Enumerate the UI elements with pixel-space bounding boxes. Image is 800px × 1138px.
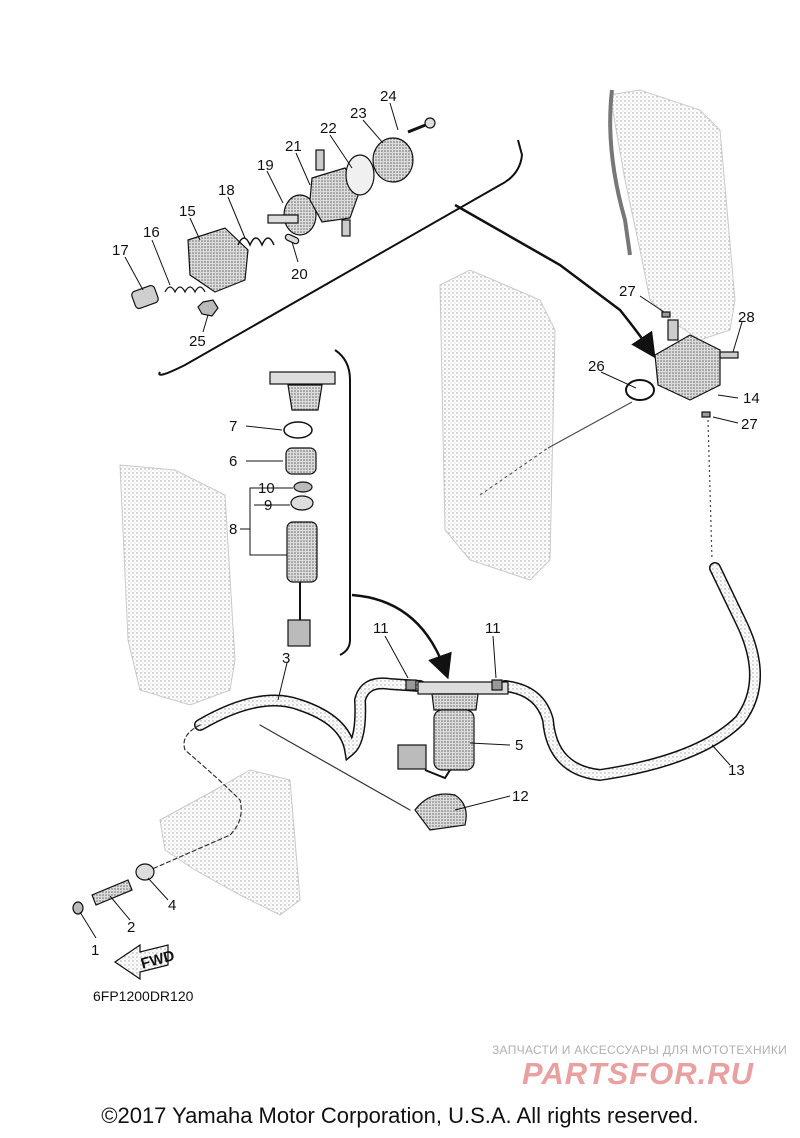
- filter-head-pipe: [269, 371, 336, 385]
- callout-22: 22: [320, 120, 337, 137]
- pump-exploded-parts: [131, 117, 436, 317]
- part-6-element: [285, 447, 317, 475]
- part-5-connector: [397, 744, 427, 770]
- part-14-fuel-pump: [654, 334, 721, 401]
- part-18-spring: [237, 237, 275, 247]
- callout-17: 17: [112, 242, 129, 259]
- pointer-arrows: [351, 203, 656, 680]
- copyright-footer: ©2017 Yamaha Motor Corporation, U.S.A. A…: [101, 1103, 699, 1128]
- callout-4: 4: [168, 897, 176, 914]
- installed-fuel-pump: [479, 311, 739, 561]
- engine-background: [119, 89, 736, 916]
- part-25-nut: [197, 299, 219, 317]
- filter-exploded-parts: [269, 371, 336, 647]
- fuel-hoses: [149, 562, 761, 871]
- part-2-fitting: [91, 879, 133, 906]
- callout-27-bottom: 27: [741, 416, 758, 433]
- part-21-nipple: [315, 149, 325, 171]
- filter-head: [287, 384, 323, 411]
- callout-15: 15: [179, 203, 196, 220]
- watermark-logo: PARTSFOR.RU: [522, 1056, 755, 1090]
- part-8-connector: [287, 619, 311, 647]
- part-26-o-ring: [625, 379, 655, 401]
- callout-16: 16: [143, 224, 160, 241]
- part-20-pin: [284, 233, 300, 245]
- watermark-logo-text: PARTSFOR.RU: [522, 1056, 755, 1090]
- part-23-cap: [372, 137, 414, 183]
- part-1-plug: [72, 901, 84, 915]
- callout-23: 23: [350, 105, 367, 122]
- callout-21: 21: [285, 138, 302, 155]
- bracket-outline: [158, 139, 524, 656]
- watermark-subtitle: ЗАПЧАСТИ И АКСЕССУАРЫ ДЛЯ МОТОТЕХНИКИ: [492, 1043, 788, 1057]
- callout-9: 9: [264, 497, 272, 514]
- pump-shaft-line: [547, 401, 633, 449]
- callout-18: 18: [218, 182, 235, 199]
- part-12-holder: [414, 793, 467, 831]
- callout-25: 25: [189, 333, 206, 350]
- part-22-valve: [345, 154, 375, 196]
- callout-2: 2: [127, 919, 135, 936]
- fwd-arrow: FWD: [113, 943, 177, 981]
- callout-20: 20: [291, 266, 308, 283]
- part-15-housing: [187, 227, 249, 293]
- part-16-spring: [164, 286, 206, 294]
- part-7-o-ring: [283, 421, 313, 439]
- part-24-screw: [407, 122, 429, 134]
- callout-10: 10: [258, 480, 275, 497]
- callout-27-top: 27: [619, 283, 636, 300]
- callout-24: 24: [380, 88, 397, 105]
- drawing-code: 6FP1200DR120: [93, 988, 194, 1004]
- callout-12: 12: [512, 788, 529, 805]
- part-8-cup: [286, 521, 318, 583]
- part-19-shaft: [267, 214, 299, 224]
- callout-28: 28: [738, 309, 755, 326]
- callout-11-right: 11: [485, 620, 501, 637]
- callout-13: 13: [728, 762, 745, 779]
- part-10-washer: [293, 481, 313, 493]
- lower-fitting-parts: [72, 863, 155, 915]
- callout-11-left: 11: [373, 620, 389, 637]
- part-28-bolt: [719, 351, 739, 359]
- part-27-clamp-top: [661, 311, 671, 318]
- part-4-washer: [135, 863, 155, 881]
- part-11-clip-left: [405, 679, 417, 691]
- part-11-clip-right: [491, 679, 503, 691]
- callout-6: 6: [229, 453, 237, 470]
- callout-26: 26: [588, 358, 605, 375]
- callout-14: 14: [743, 390, 760, 407]
- callout-5: 5: [515, 737, 523, 754]
- callout-3: 3: [282, 650, 290, 667]
- part-9-float: [290, 495, 314, 511]
- callout-labels: 1 2 3 4 5 6 7 8 9 10 11 11 12 13 14 15 1…: [91, 88, 760, 959]
- fuel-filter-assembly: [397, 679, 509, 831]
- callout-7: 7: [229, 418, 237, 435]
- callout-1: 1: [91, 942, 99, 959]
- callout-8: 8: [229, 521, 237, 538]
- leader-lines: [79, 102, 743, 939]
- part-17-plug: [131, 284, 159, 310]
- part-5-fuel-filter: [433, 709, 475, 771]
- callout-19: 19: [257, 157, 274, 174]
- part-27-clamp-bottom: [701, 411, 711, 418]
